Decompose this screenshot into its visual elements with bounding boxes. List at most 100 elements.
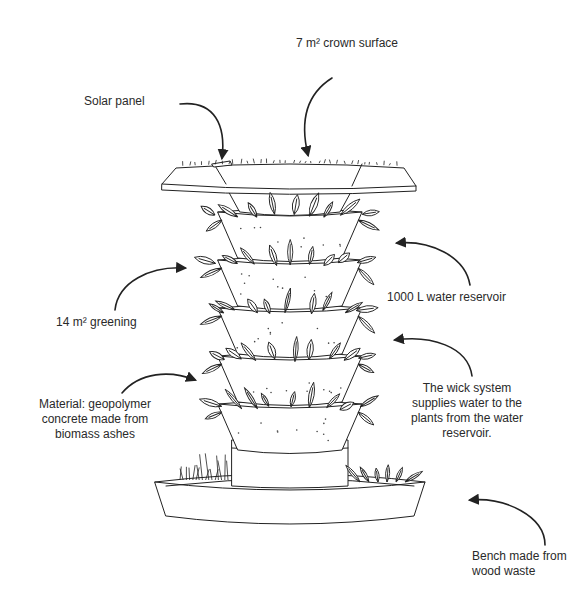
texture-dot [281,322,283,324]
grass-stroke [201,161,202,165]
texture-dot [339,244,341,246]
leaf [224,388,244,410]
grass-stroke [260,159,261,163]
callout-label: Bench made from wood waste [472,549,572,579]
leaf [357,218,380,233]
leaf [385,465,390,483]
texture-dot [270,332,272,334]
texture-dot [323,434,325,436]
grass-stroke [180,469,183,480]
leaf [193,254,216,267]
callout-label: 7 m² crown surface [296,36,446,51]
leaf [342,346,362,363]
callout-label: Material: geopolymer concrete made from … [27,397,163,442]
grass-stroke [200,454,203,480]
texture-dot [277,286,279,288]
texture-dot [325,418,327,420]
leaf [356,266,376,286]
texture-dot [303,237,305,239]
grass-stroke [352,160,353,164]
crown-facet [214,164,362,186]
grass-stroke [210,469,212,480]
leaf [246,201,259,218]
texture-dot [254,341,256,343]
texture-dot [317,328,319,330]
texture-dot [248,275,250,277]
leaf [356,254,376,265]
grass-stroke [293,160,295,163]
grass-stroke [364,162,365,164]
leaf [306,192,322,218]
planter-tiers [218,209,362,454]
leaf [356,410,375,427]
texture-dot [267,328,269,330]
texture-dot [257,338,259,340]
texture-dot [277,430,279,432]
leaf [322,252,337,268]
texture-dot [286,390,288,392]
grass-stroke [389,163,390,165]
leader-arrow [397,243,470,285]
grass-stroke [253,159,254,164]
texture-dot [241,273,243,275]
leaf [374,468,380,482]
texture-dot [238,432,240,434]
grass-stroke [229,161,230,164]
grass-stroke [305,161,306,163]
texture-dot [300,246,302,248]
leaf [306,339,315,360]
bench-front-rim [155,482,425,490]
leaf [328,342,343,361]
grass-stroke [205,453,209,480]
grass-stroke [222,161,223,164]
leaf [199,204,216,218]
grass-stroke [383,161,384,165]
leaf [309,293,318,314]
leaf [208,349,226,362]
leaf [289,391,297,407]
leaf [267,192,277,215]
texture-dot [260,227,262,229]
grass-stroke [227,461,228,480]
leaf [201,362,223,376]
texture-dot [236,347,238,349]
texture-dot [328,342,330,344]
texture-dot [333,342,335,344]
leaf [245,297,260,315]
texture-dot [340,387,342,389]
grass-stroke [217,456,219,480]
grass-stroke [194,162,195,165]
texture-dot [314,290,316,292]
texture-dot [339,245,341,247]
leaf [200,266,223,280]
leaf [307,246,315,265]
planter-tier [218,305,362,358]
grass-stroke [300,161,301,163]
plants [180,159,423,484]
leader-arrow [470,500,545,545]
texture-dot [253,391,255,393]
texture-dot [296,429,298,431]
grass-stroke [182,161,183,166]
texture-dot [244,282,246,284]
leaf [359,394,379,409]
grass-stroke [396,161,397,165]
grass-stroke [319,161,320,164]
texture-dot [266,388,268,390]
grass-stroke [208,161,209,165]
texture-dot [277,241,279,243]
texture-dot [254,227,256,229]
grass-stroke [336,160,338,164]
leaf [224,346,243,362]
grass-stroke [241,159,243,164]
leaf [198,396,222,409]
grass-stroke [285,160,286,163]
leaf [283,288,292,313]
texture-dot [316,431,318,433]
texture-dot [327,440,329,442]
texture-dot [306,390,308,392]
leaf [243,387,260,410]
grass-stroke [279,160,280,163]
